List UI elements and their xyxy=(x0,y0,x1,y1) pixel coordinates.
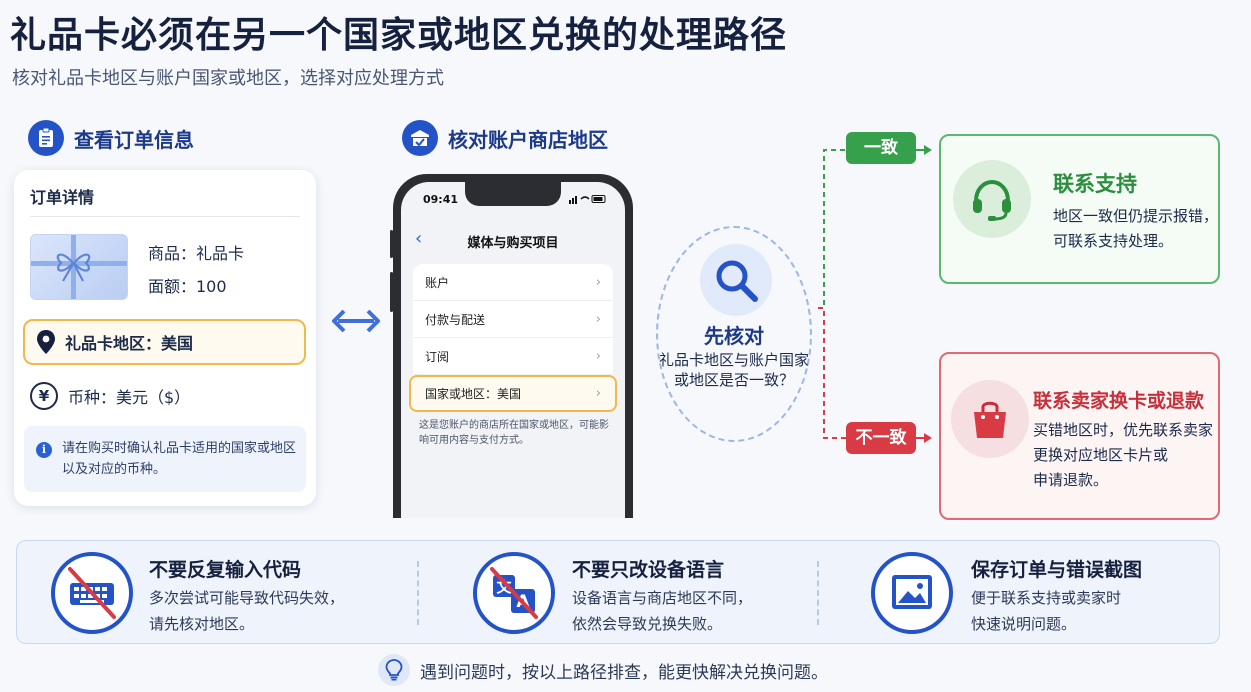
divider xyxy=(30,216,300,217)
currency-icon: ¥ xyxy=(30,382,58,410)
svg-text:文: 文 xyxy=(496,578,512,596)
no-translate-icon: 文A xyxy=(473,552,555,634)
step2-heading: 核对账户商店地区 xyxy=(402,120,608,156)
tip-title: 不要反复输入代码 xyxy=(149,559,302,581)
screenshot-icon xyxy=(871,552,953,634)
settings-menu: 账户 › 付款与配送 › 订阅 › 国家或地区：美国 › xyxy=(409,264,617,412)
shopping-bag-icon xyxy=(951,380,1029,458)
phone-mockup: 09:41 ‹ 媒体与购买项目 账户 › 付款与配送 › 订阅 › 国家或地区：美国 ›… xyxy=(393,174,633,518)
step1-heading-label: 查看订单信息 xyxy=(74,127,194,152)
tip-text: 便于联系支持或卖家时 xyxy=(971,589,1122,607)
tips-panel: 不要反复输入代码 多次尝试可能导致代码失效， 请先核对地区。 文A 不要只改设备… xyxy=(16,540,1220,644)
footer-tip: 遇到问题时，按以上路径排查，能更快解决兑换问题。 xyxy=(378,654,828,686)
mismatch-tag: 不一致 xyxy=(846,422,916,454)
screen-note: 这是您账户的商店所在国家或地区，可能影响可用内容与支付方式。 xyxy=(419,420,609,446)
menu-item-payment[interactable]: 付款与配送 › xyxy=(413,301,613,338)
step1-heading: 查看订单信息 xyxy=(28,120,194,156)
chevron-right-icon: › xyxy=(595,386,601,401)
magnifier-icon xyxy=(700,244,772,316)
tip-text: 设备语言与商店地区不同， xyxy=(572,589,753,607)
phone-side-button xyxy=(390,230,393,258)
back-chevron-icon[interactable]: ‹ xyxy=(415,228,423,249)
page-title: 礼品卡必须在另一个国家或地区兑换的处理路径 xyxy=(10,15,788,56)
tip-text: 依然会导致兑换失败。 xyxy=(572,615,723,633)
phone-side-button xyxy=(390,272,393,312)
menu-item-label: 账户 xyxy=(425,275,450,290)
screen-title: 媒体与购买项目 xyxy=(467,236,559,251)
tip-title: 保存订单与错误截图 xyxy=(971,559,1143,581)
order-note-text: 请在购买时确认礼品卡适用的国家或地区以及对应的币种。 xyxy=(62,441,297,477)
footer-text: 遇到问题时，按以上路径排查，能更快解决兑换问题。 xyxy=(420,662,828,683)
tip-text: 请先核对地区。 xyxy=(149,615,255,633)
chevron-right-icon: › xyxy=(595,311,601,327)
menu-item-label: 付款与配送 xyxy=(425,312,486,327)
decision-title: 先核对 xyxy=(704,324,764,348)
bidirectional-arrow-icon xyxy=(332,309,380,333)
store-check-icon xyxy=(402,120,438,156)
contact-seller-text-3: 申请退款。 xyxy=(1033,471,1109,489)
currency-row: ¥ 币种：美元（$） xyxy=(30,382,190,410)
gift-card-image xyxy=(30,234,128,300)
decision-text: 礼品卡地区与账户国家或地区是否一致？ xyxy=(658,351,809,389)
contact-seller-title: 联系卖家换卡或退款 xyxy=(1033,390,1205,412)
info-icon: i xyxy=(36,442,52,458)
tip-text: 多次尝试可能导致代码失效， xyxy=(149,589,345,607)
contact-support-card: 联系支持 地区一致但仍提示报错， 可联系支持处理。 xyxy=(939,134,1220,284)
chevron-right-icon: › xyxy=(595,274,601,290)
contact-support-text-2: 可联系支持处理。 xyxy=(1053,232,1174,250)
status-time: 09:41 xyxy=(423,193,459,206)
lightbulb-icon xyxy=(378,654,410,686)
currency-label: 币种：美元（$） xyxy=(68,388,191,407)
order-note: i 请在购买时确认礼品卡适用的国家或地区以及对应的币种。 xyxy=(24,426,306,492)
phone-screen: 09:41 ‹ 媒体与购买项目 账户 › 付款与配送 › 订阅 › 国家或地区：美国 ›… xyxy=(401,182,625,518)
match-tag: 一致 xyxy=(846,132,916,164)
chevron-right-icon: › xyxy=(595,348,601,364)
menu-item-label: 订阅 xyxy=(425,349,450,364)
status-icons xyxy=(569,194,607,207)
gift-card-region-label: 礼品卡地区：美国 xyxy=(65,334,194,353)
menu-item-country-region[interactable]: 国家或地区：美国 › xyxy=(409,375,617,412)
tip-title: 不要只改设备语言 xyxy=(572,559,725,581)
step2-heading-label: 核对账户商店地区 xyxy=(448,127,608,152)
menu-item-label: 国家或地区：美国 xyxy=(425,387,522,401)
product-label: 商品：礼品卡 xyxy=(148,244,245,263)
tip-separator xyxy=(417,561,419,625)
contact-seller-text-1: 买错地区时，优先联系卖家 xyxy=(1033,421,1214,439)
location-pin-icon xyxy=(37,330,55,354)
menu-item-account[interactable]: 账户 › xyxy=(413,264,613,301)
page-subtitle: 核对礼品卡地区与账户国家或地区，选择对应处理方式 xyxy=(12,68,444,89)
branch-connectors xyxy=(818,145,932,443)
amount-label: 面额：100 xyxy=(148,277,227,296)
contact-support-title: 联系支持 xyxy=(1053,172,1137,196)
order-details-card: 订单详情 商品：礼品卡 面额：100 礼品卡地区：美国 ¥ 币种：美元（$） i… xyxy=(14,170,316,506)
headset-icon xyxy=(953,160,1031,238)
clipboard-icon xyxy=(28,120,64,156)
contact-seller-card: 联系卖家换卡或退款 买错地区时，优先联系卖家 更换对应地区卡片或 申请退款。 xyxy=(939,352,1220,520)
no-keyboard-icon xyxy=(51,552,133,634)
order-card-title: 订单详情 xyxy=(30,188,95,207)
phone-notch xyxy=(465,182,561,206)
decision-oval xyxy=(656,226,812,442)
contact-seller-text-2: 更换对应地区卡片或 xyxy=(1033,446,1169,464)
contact-support-text-1: 地区一致但仍提示报错， xyxy=(1053,207,1219,225)
gift-card-region-highlight: 礼品卡地区：美国 xyxy=(23,319,306,365)
tip-separator xyxy=(817,561,819,625)
tip-text: 快速说明问题。 xyxy=(971,615,1077,633)
menu-item-subscriptions[interactable]: 订阅 › xyxy=(413,338,613,375)
